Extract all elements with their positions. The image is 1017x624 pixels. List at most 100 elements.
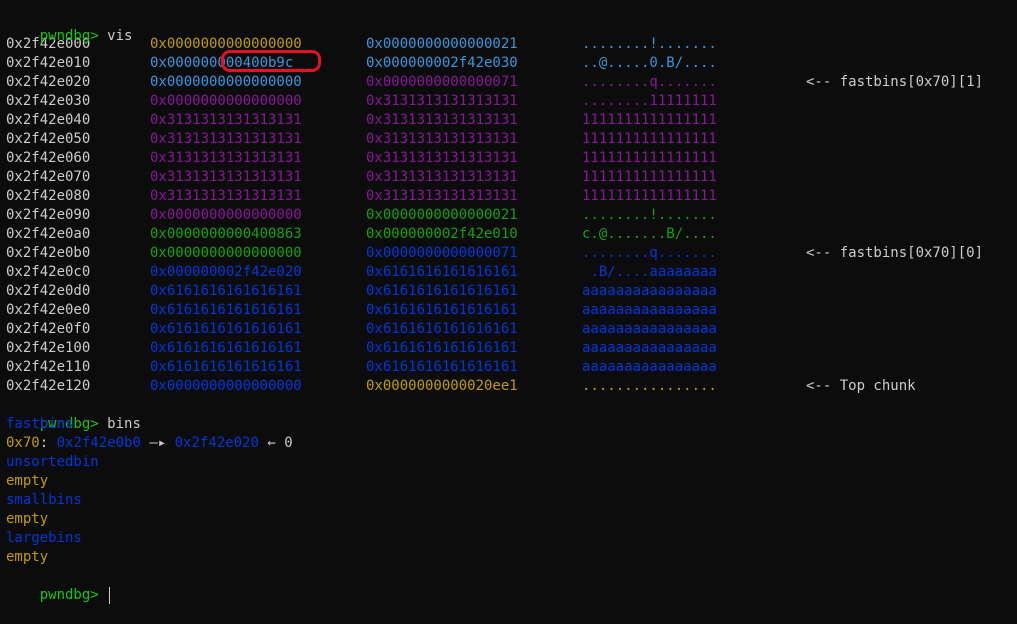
heap-ascii: ................ (582, 378, 717, 394)
prompt: pwndbg> (39, 28, 99, 44)
heap-address: 0x2f42e030 (6, 93, 91, 109)
heap-address: 0x2f42e120 (6, 378, 91, 394)
heap-address: 0x2f42e050 (6, 131, 91, 147)
heap-ascii: aaaaaaaaaaaaaaaa (582, 321, 717, 337)
heap-address: 0x2f42e020 (6, 74, 91, 90)
heap-ascii: aaaaaaaaaaaaaaaa (582, 283, 717, 299)
heap-qword-2: 0x3131313131313131 (366, 112, 518, 128)
command-text: vis (107, 28, 133, 44)
heap-qword-1: 0x0000000000000000 (150, 207, 302, 223)
heap-ascii: ........q....... (582, 74, 717, 90)
heap-qword-2: 0x000000002f42e010 (366, 226, 518, 242)
heap-ascii: aaaaaaaaaaaaaaaa (582, 302, 717, 318)
prompt: pwndbg> (39, 416, 99, 432)
heap-address: 0x2f42e040 (6, 112, 91, 128)
heap-ascii: 1111111111111111 (582, 150, 717, 166)
heap-address: 0x2f42e0a0 (6, 226, 91, 242)
heap-row: 0x2f42e050 0x3131313131313131 0x3131313131… (6, 130, 1017, 149)
heap-ascii: c.@.......B/.... (582, 226, 717, 242)
smallbins-value: empty (6, 511, 49, 527)
heap-ascii: ........!....... (582, 36, 717, 52)
heap-ascii: ........11111111 (582, 93, 717, 109)
heap-qword-1: 0x000000000400b9c (150, 50, 366, 73)
heap-qword-1: 0x6161616161616161 (150, 340, 302, 356)
heap-row: 0x2f42e120 0x0000000000000000 0x0000000000… (6, 377, 1017, 396)
heap-row: 0x2f42e030 0x0000000000000000 0x3131313131… (6, 92, 1017, 111)
heap-address: 0x2f42e110 (6, 359, 91, 375)
fastbin-entry: 0x2f42e0b0 (56, 435, 141, 451)
heap-ascii: aaaaaaaaaaaaaaaa (582, 359, 717, 375)
bins-command-line: pwndbg> bins (6, 396, 1017, 432)
heap-qword-1: 0x000000002f42e020 (150, 264, 302, 280)
heap-row: 0x2f42e110 0x6161616161616161 0x6161616161… (6, 358, 1017, 377)
heap-qword-1: 0x0000000000000000 (150, 93, 302, 109)
largebins-value: empty (6, 549, 49, 565)
heap-qword-1: 0x3131313131313131 (150, 112, 302, 128)
heap-address: 0x2f42e0b0 (6, 245, 91, 261)
heap-qword-2: 0x6161616161616161 (366, 340, 518, 356)
fastbins-label: fastbins (6, 416, 74, 432)
heap-qword-1: 0x3131313131313131 (150, 150, 302, 166)
heap-qword-2: 0x3131313131313131 (366, 188, 518, 204)
heap-qword-1: 0x0000000000000000 (150, 74, 302, 90)
prompt: pwndbg> (39, 587, 99, 603)
heap-ascii: aaaaaaaaaaaaaaaa (582, 340, 717, 356)
heap-qword-2: 0x0000000000000071 (366, 74, 518, 90)
heap-qword-2: 0x3131313131313131 (366, 150, 518, 166)
vis-command-line: pwndbg> vis (6, 8, 1017, 44)
heap-address: 0x2f42e0f0 (6, 321, 91, 337)
current-prompt-line[interactable]: pwndbg> (6, 567, 1017, 604)
heap-ascii: ..@.....0.B/.... (582, 55, 717, 71)
heap-qword-1: 0x6161616161616161 (150, 283, 302, 299)
heap-qword-2: 0x0000000000000021 (366, 207, 518, 223)
heap-row: 0x2f42e020 0x0000000000000000 0x0000000000… (6, 73, 1017, 92)
heap-qword-2: 0x000000002f42e030 (366, 55, 518, 71)
fastbin-size: 0x70 (6, 435, 40, 451)
heap-qword-1: 0x6161616161616161 (150, 302, 302, 318)
heap-ascii: 1111111111111111 (582, 188, 717, 204)
heap-qword-1: 0x3131313131313131 (150, 131, 302, 147)
heap-qword-2: 0x6161616161616161 (366, 283, 518, 299)
heap-qword-1: 0x6161616161616161 (150, 321, 302, 337)
heap-ascii: 1111111111111111 (582, 112, 717, 128)
heap-ascii: 1111111111111111 (582, 131, 717, 147)
heap-ascii: 1111111111111111 (582, 169, 717, 185)
heap-annotation: <-- fastbins[0x70][0] (806, 245, 984, 261)
heap-address: 0x2f42e0e0 (6, 302, 91, 318)
heap-address: 0x2f42e0c0 (6, 264, 91, 280)
heap-qword-1: 0x0000000000000000 (150, 378, 302, 394)
heap-qword-1: 0x0000000000000000 (150, 36, 302, 52)
text-cursor[interactable] (109, 586, 111, 604)
heap-qword-2: 0x3131313131313131 (366, 93, 518, 109)
unsortedbin-value: empty (6, 473, 49, 489)
heap-qword-2: 0x6161616161616161 (366, 302, 518, 318)
heap-qword-2: 0x0000000000020ee1 (366, 378, 518, 394)
heap-row: 0x2f42e0e0 0x6161616161616161 0x6161616161… (6, 301, 1017, 320)
heap-address: 0x2f42e010 (6, 55, 91, 71)
heap-qword-2: 0x6161616161616161 (366, 359, 518, 375)
heap-annotation: <-- fastbins[0x70][1] (806, 74, 984, 90)
heap-qword-2: 0x3131313131313131 (366, 131, 518, 147)
heap-annotation: <-- Top chunk (806, 378, 916, 394)
heap-qword-2: 0x6161616161616161 (366, 264, 518, 280)
heap-qword-1: 0x3131313131313131 (150, 169, 302, 185)
heap-row: 0x2f42e0c0 0x000000002f42e020 0x6161616161… (6, 263, 1017, 282)
fastbin-end: ← 0 (258, 435, 293, 451)
heap-qword-2: 0x0000000000000071 (366, 245, 518, 261)
heap-ascii: ........!....... (582, 207, 717, 223)
heap-ascii: ........q....... (582, 245, 717, 261)
largebins-label: largebins (6, 530, 82, 546)
fastbin-arrow: —▸ (140, 435, 175, 451)
heap-address: 0x2f42e080 (6, 188, 91, 204)
heap-qword-1: 0x6161616161616161 (150, 359, 302, 375)
command-text: bins (107, 416, 141, 432)
